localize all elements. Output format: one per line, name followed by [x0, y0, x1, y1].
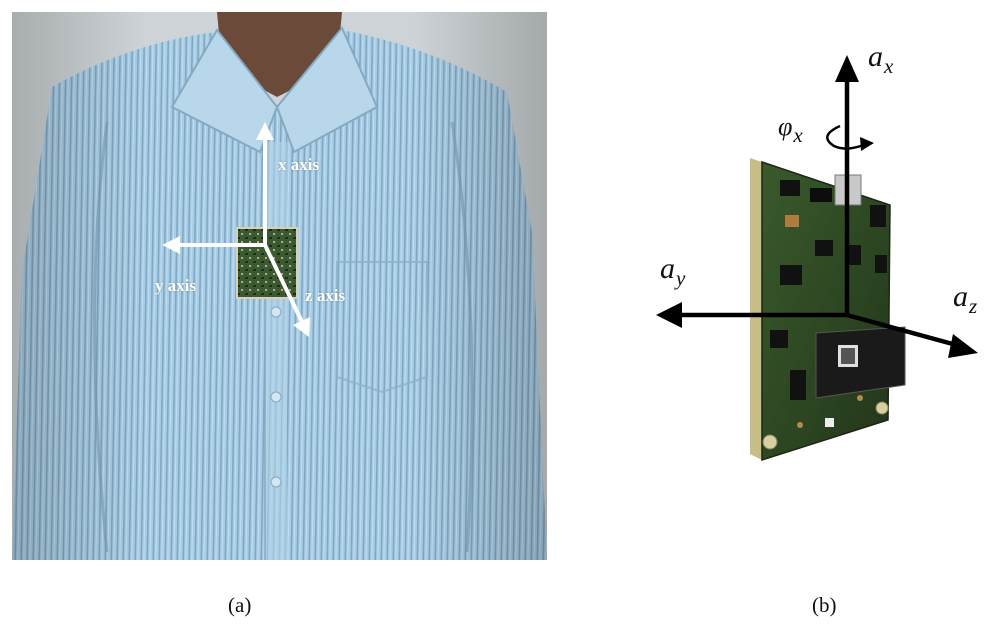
sensor-board-illustration [656, 55, 978, 462]
phi-x-label: φx [778, 112, 803, 147]
x-axis-label: x axis [278, 155, 320, 174]
rotation-icon [826, 124, 867, 150]
sensor-axes-diagram: ax φx ay az [620, 40, 1000, 480]
rotation-arrowhead [860, 137, 874, 151]
shirt-photo: x axis y axis z axis [12, 12, 547, 560]
ax-label: ax [868, 40, 894, 78]
caption-a: (a) [228, 593, 252, 617]
y-axis-label: y axis [155, 276, 197, 295]
axis-arrows-b [656, 55, 978, 358]
shirt-illustration [12, 12, 547, 560]
ay-label: ay [660, 252, 686, 290]
z-axis-label: z axis [305, 286, 346, 305]
caption-b: (b) [812, 593, 837, 617]
axis-arrows-a [162, 122, 310, 337]
az-label: az [953, 280, 978, 318]
